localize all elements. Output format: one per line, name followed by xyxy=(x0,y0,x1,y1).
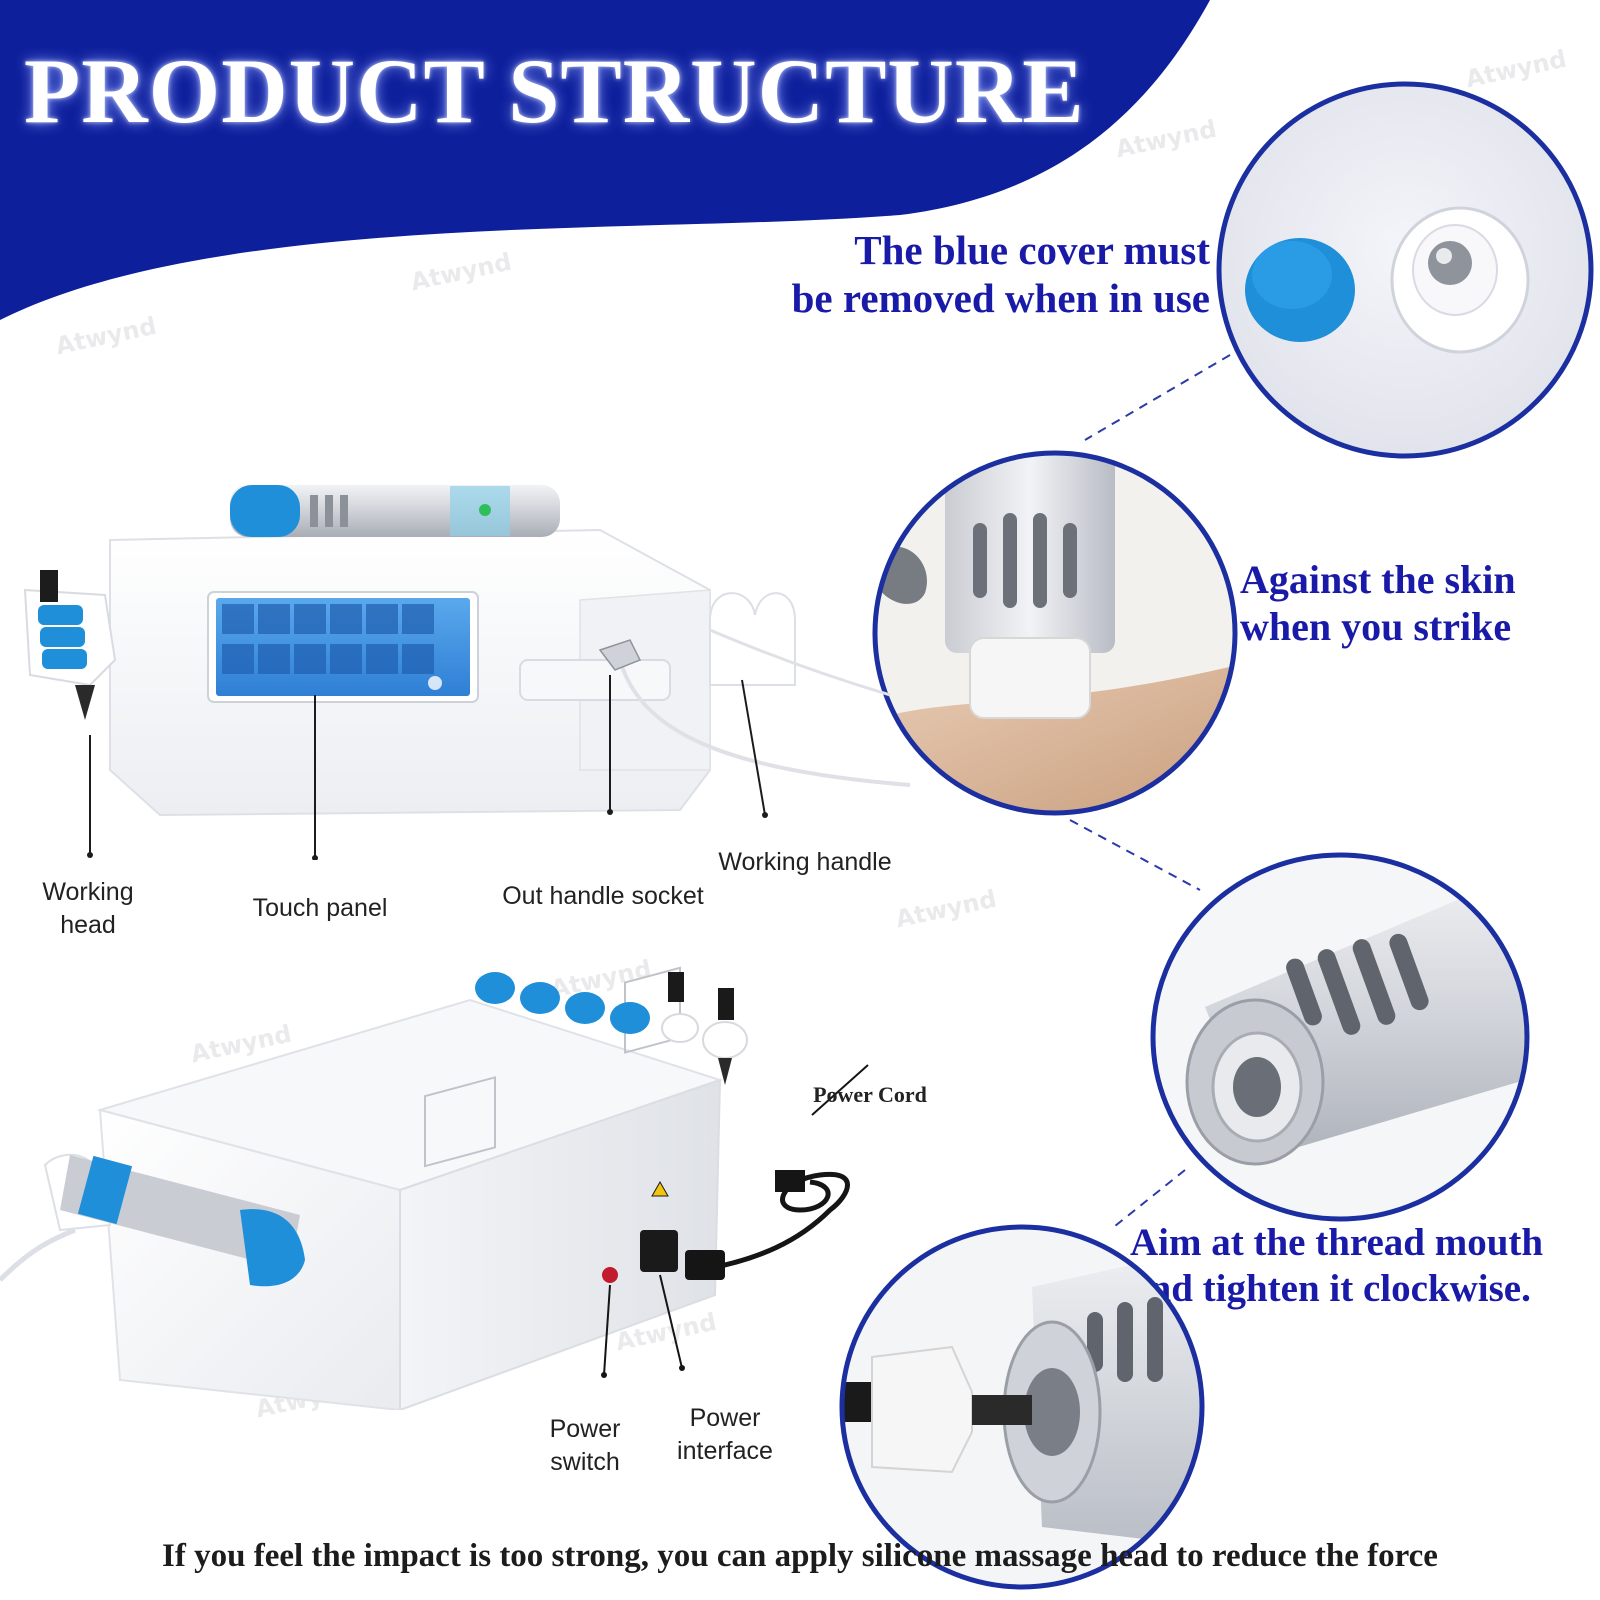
caption-line: Against the skin xyxy=(1240,557,1516,602)
skin-caption: Against the skin when you strike xyxy=(1240,556,1516,650)
power-interface-label: Power interface xyxy=(660,1402,790,1468)
label-line: Power xyxy=(689,1404,761,1432)
touch-panel-label: Touch panel xyxy=(252,894,388,922)
label-line: Power xyxy=(549,1415,621,1443)
caption-line: Aim at the thread mouth xyxy=(1130,1221,1544,1264)
thread-mouth-detail-image xyxy=(1150,852,1530,1222)
label-line: interface xyxy=(677,1437,773,1465)
tightening-detail-image xyxy=(839,1224,1205,1590)
caption-line: when you strike xyxy=(1240,604,1512,650)
device-front-image xyxy=(23,485,911,860)
bottom-note: If you feel the impact is too strong, yo… xyxy=(162,1538,1438,1574)
thread-caption: Aim at the thread mouth and tighten it c… xyxy=(1130,1220,1543,1312)
device-rear-image xyxy=(0,966,869,1410)
blue-cover-detail-image xyxy=(1216,81,1594,459)
skin-contact-detail-image xyxy=(872,450,1238,816)
label-line: Working xyxy=(42,878,134,906)
working-head-label: Working head xyxy=(28,876,148,942)
caption-line: be removed when in use xyxy=(791,275,1210,322)
page-title: PRODUCT STRUCTURE xyxy=(24,40,1085,142)
caption-line: The blue cover must xyxy=(854,227,1210,273)
power-cord-label: Power Cord xyxy=(813,1082,927,1107)
caption-line: and tighten it clockwise. xyxy=(1130,1267,1531,1311)
header-banner xyxy=(0,0,1210,320)
working-handle-label: Working handle xyxy=(718,848,892,876)
power-switch-label: Power switch xyxy=(535,1413,635,1479)
label-line: head xyxy=(60,911,116,939)
blue-cover-caption: The blue cover must be removed when in u… xyxy=(660,226,1210,323)
label-line: switch xyxy=(550,1448,620,1476)
out-handle-socket-label: Out handle socket xyxy=(502,882,704,910)
